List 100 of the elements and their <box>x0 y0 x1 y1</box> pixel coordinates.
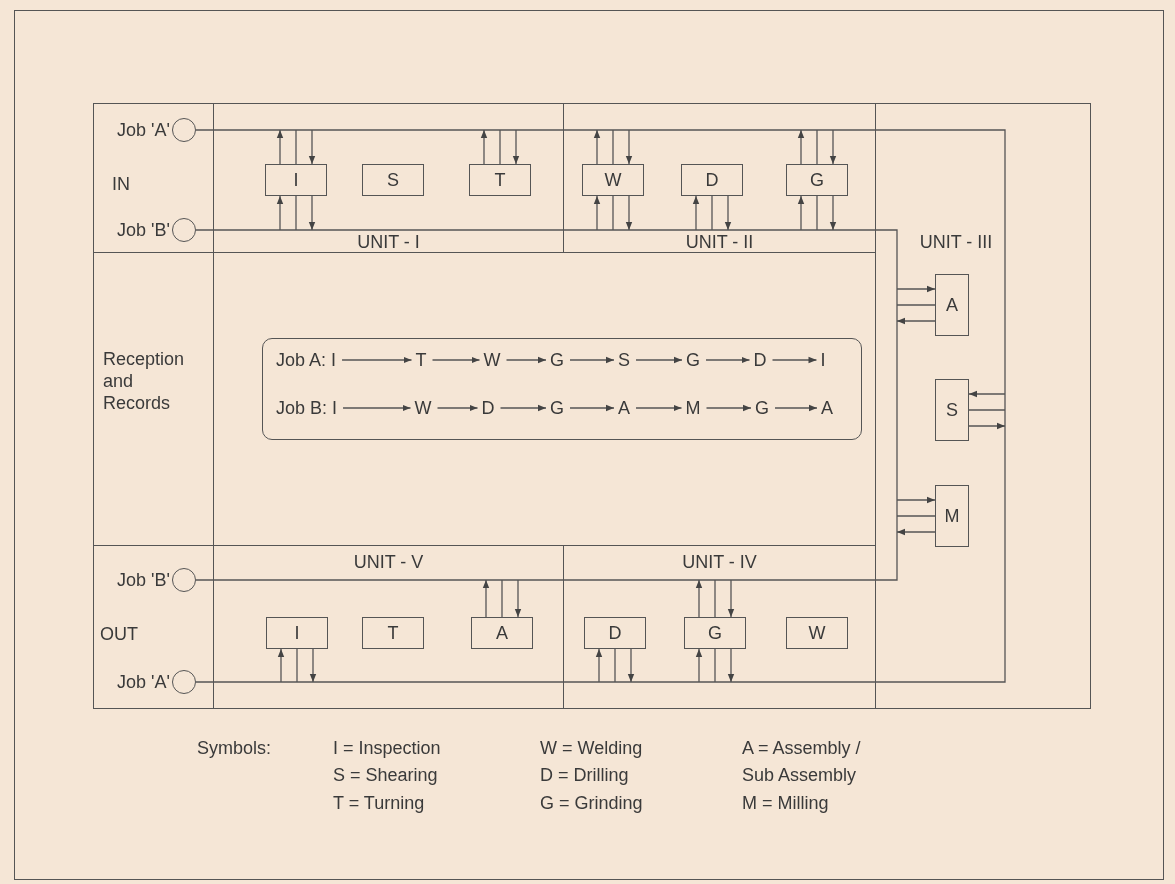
arrow <box>593 195 601 231</box>
arrow <box>569 356 615 364</box>
connector-line <box>714 648 716 683</box>
zone-cell <box>93 252 214 546</box>
machine-box: T <box>469 164 531 196</box>
job-route-line <box>195 229 898 581</box>
machine-box: G <box>684 617 746 649</box>
machine-box: D <box>681 164 743 196</box>
connector-line <box>296 648 298 683</box>
route-step: I <box>820 349 826 371</box>
arrow <box>968 422 1006 430</box>
key-entry: W = Welding <box>540 737 643 760</box>
arrow <box>276 195 284 231</box>
route-step: G <box>550 349 564 371</box>
arrow <box>896 317 936 325</box>
key-heading: Symbols: <box>197 737 272 760</box>
unit-label: UNIT - III <box>918 231 994 253</box>
machine-box: G <box>786 164 848 196</box>
arrow <box>635 404 683 412</box>
unit-label: UNIT - V <box>352 551 425 573</box>
arrow <box>308 195 316 231</box>
unit-label: UNIT - I <box>356 231 421 253</box>
connector-line <box>896 304 936 306</box>
job-label: Job 'A' <box>116 119 170 141</box>
arrow <box>482 579 490 618</box>
key-entry: D = Drilling <box>540 764 629 787</box>
arrow <box>829 129 837 165</box>
route-step: G <box>755 397 769 419</box>
unit-area <box>563 103 876 253</box>
route-step: Job A: I <box>276 349 337 371</box>
machine-box: A <box>935 274 969 336</box>
arrow <box>727 648 735 683</box>
route-step: W <box>414 397 432 419</box>
machine-box: T <box>362 617 424 649</box>
arrow <box>829 195 837 231</box>
key-entry: G = Grinding <box>540 792 643 815</box>
connector-line <box>612 195 614 231</box>
zone-label: OUT <box>100 623 139 645</box>
machine-box: S <box>362 164 424 196</box>
arrow <box>595 648 603 683</box>
zone-label: IN <box>112 173 131 195</box>
arrow <box>308 129 316 165</box>
connector-line <box>816 195 818 231</box>
connector-line <box>499 129 501 165</box>
connector-line <box>612 129 614 165</box>
connector-line <box>968 409 1006 411</box>
route-step: D <box>481 397 495 419</box>
arrow <box>724 195 732 231</box>
machine-box: M <box>935 485 969 547</box>
connector-line <box>896 515 936 517</box>
key-entry: A = Assembly / Sub Assembly <box>742 737 862 787</box>
key-entry: T = Turning <box>333 792 425 815</box>
unit-area <box>875 103 1091 709</box>
arrow <box>593 129 601 165</box>
machine-box: S <box>935 379 969 441</box>
machine-box: W <box>786 617 848 649</box>
arrow <box>896 528 936 536</box>
arrow <box>627 648 635 683</box>
job-route-line <box>195 129 1006 683</box>
key-entry: I = Inspection <box>333 737 441 760</box>
machine-box: I <box>266 617 328 649</box>
arrow <box>692 195 700 231</box>
zone-label: Reception and Records <box>103 348 186 414</box>
zone-cell <box>93 103 214 253</box>
route-step: D <box>753 349 767 371</box>
machine-box: D <box>584 617 646 649</box>
route-step: G <box>686 349 700 371</box>
arrow <box>695 579 703 618</box>
connector-line <box>714 579 716 618</box>
arrow <box>569 404 615 412</box>
job-label: Job 'B' <box>116 569 170 591</box>
connector-line <box>816 129 818 165</box>
arrow <box>276 129 284 165</box>
key-entry: S = Shearing <box>333 764 438 787</box>
job-label: Job 'A' <box>116 671 170 693</box>
arrow <box>635 356 683 364</box>
arrow <box>625 129 633 165</box>
arrow <box>695 648 703 683</box>
arrow <box>896 285 936 293</box>
arrow <box>625 195 633 231</box>
arrow <box>277 648 285 683</box>
arrow <box>342 404 412 412</box>
route-step: M <box>685 397 701 419</box>
unit-label: UNIT - II <box>684 231 755 253</box>
arrow <box>341 356 413 364</box>
arrow <box>512 129 520 165</box>
unit-area <box>213 545 564 709</box>
arrow <box>968 390 1006 398</box>
connector-line <box>614 648 616 683</box>
zone-cell <box>93 545 214 709</box>
unit-area <box>563 545 876 709</box>
route-step: A <box>618 397 630 419</box>
arrow <box>797 195 805 231</box>
machine-box: I <box>265 164 327 196</box>
arrow <box>727 579 735 618</box>
unit-label: UNIT - IV <box>681 551 758 573</box>
connector-line <box>295 195 297 231</box>
machine-box: W <box>582 164 644 196</box>
route-panel <box>262 338 862 440</box>
route-step: T <box>415 349 427 371</box>
